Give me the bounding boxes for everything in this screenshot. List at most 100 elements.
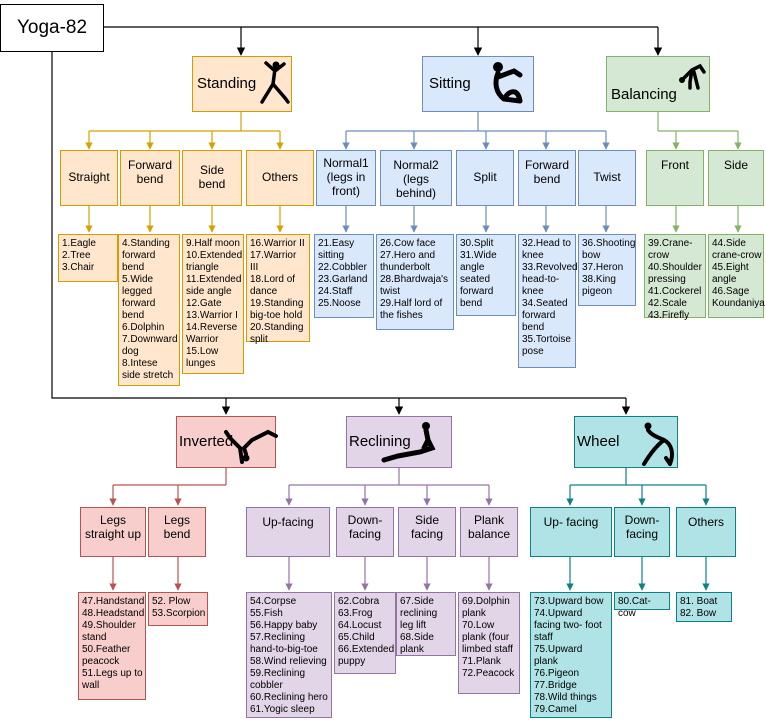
pose-item: 25.Noose: [318, 298, 361, 309]
sub-wheel-others: Others: [676, 507, 736, 557]
pose-item: 36.Shooting bow: [582, 238, 636, 261]
pose-item: 66.Extended puppy: [338, 644, 395, 667]
pose-item: 76.Pigeon: [534, 668, 580, 679]
leaf-list-wheel-down-facing: 80.Cat-cow: [614, 592, 670, 619]
reclining-pose-icon: [381, 422, 436, 463]
pose-item: 78.Wild things: [534, 692, 597, 703]
pose-item: 32.Head to knee: [522, 238, 571, 261]
pose-item: 15.Low lunges: [186, 346, 219, 369]
pose-item: 62.Cobra: [338, 596, 380, 607]
pose-item: 75.Upward plank: [534, 644, 583, 667]
category-reclining: Reclining: [346, 416, 452, 468]
pose-item: 13.Warrior I: [186, 310, 238, 321]
sub-front: Front: [646, 150, 704, 206]
pose-item: 16.Warrior II: [250, 238, 305, 249]
pose-item: 63.Frog: [338, 608, 373, 619]
pose-item: 42.Scale: [648, 298, 687, 309]
balancing-pose-icon: [679, 63, 706, 90]
pose-item: 72.Peacock: [462, 668, 515, 679]
pose-item: 19.Standing big-toe hold: [250, 298, 304, 321]
pose-item: 23.Garland: [318, 274, 368, 285]
pose-item: 57.Reclining hand-to-big-toe: [250, 632, 318, 655]
pose-item: 21.Easy sitting: [318, 238, 355, 261]
pose-item: 45.Eight angle: [712, 262, 749, 285]
category-wheel-label: Wheel: [577, 433, 620, 451]
pose-item: 39.Crane-crow: [648, 238, 693, 261]
pose-item: 46.Sage Koundaniya: [712, 286, 765, 309]
pose-item: 29.Half lord of the fishes: [380, 298, 443, 321]
pose-item: 71.Plank: [462, 656, 501, 667]
category-standing-label: Standing: [197, 75, 257, 93]
sub-legs-bend: Legs bend: [148, 507, 206, 557]
pose-item: 69.Dolphin plank: [462, 596, 510, 619]
pose-item: 22.Cobbler: [318, 262, 367, 273]
pose-item: 64.Locust: [338, 620, 382, 631]
sub-straight: Straight: [60, 150, 118, 206]
pose-item: 26.Cow face: [380, 238, 436, 249]
pose-item: 49.Shoulder stand: [82, 620, 136, 643]
sub-wheel-down-facing: Down-facing: [614, 507, 670, 557]
pose-item: 61.Yogic sleep: [250, 704, 315, 715]
pose-item: 9.Half moon: [186, 238, 240, 249]
pose-item: 18.Lord of dance: [250, 274, 296, 297]
pose-item: 77.Bridge: [534, 680, 577, 691]
sub-normal1: Normal1 (legs in front): [316, 150, 376, 206]
sub-side: Side: [708, 150, 764, 206]
sub-wheel-up-facing: Up- facing: [530, 507, 612, 557]
pose-item: 81. Boat: [680, 596, 718, 607]
inverted-pose-icon: [224, 429, 278, 464]
pose-item: 43.Firefly: [648, 310, 690, 321]
pose-item: 34.Seated forward bend: [522, 298, 568, 333]
pose-item: 44.Side crane-crow: [712, 238, 762, 261]
pose-item: 65.Child: [338, 632, 375, 643]
pose-item: 35.Tortoise pose: [522, 334, 571, 357]
pose-item: 52. Plow: [152, 596, 191, 607]
pose-item: 58.Wind relieving: [250, 656, 327, 667]
category-reclining-label: Reclining: [349, 433, 411, 451]
sub-standing-others: Others: [246, 150, 314, 206]
category-balancing-label: Balancing: [611, 85, 677, 103]
pose-item: 47.Handstand: [82, 596, 145, 607]
pose-item: 7.Downward dog: [122, 334, 178, 357]
pose-item: 6.Dolphin: [122, 322, 165, 333]
category-inverted: Inverted: [176, 416, 276, 468]
pose-item: 50.Feather peacock: [82, 644, 131, 667]
pose-item: 14.Reverse Warrior: [186, 322, 238, 345]
pose-item: 60.Reclining hero: [250, 692, 328, 703]
sub-split: Split: [456, 150, 514, 206]
pose-item: 3.Chair: [62, 262, 95, 273]
pose-item: 31.Wide angle seated forward bend: [460, 250, 497, 309]
pose-item: 27.Hero and thunderbolt: [380, 250, 436, 273]
pose-item: 33.Revolved head-to-knee: [522, 262, 578, 297]
pose-item: 4.Standing forward bend: [122, 238, 170, 273]
pose-item: 67.Side reclining leg lift: [400, 596, 438, 631]
pose-item: 30.Split: [460, 238, 494, 249]
root-node: Yoga-82: [0, 4, 104, 52]
category-inverted-label: Inverted: [179, 433, 234, 451]
pose-item: 48.Headstand: [82, 608, 145, 619]
category-sitting-label: Sitting: [429, 75, 471, 93]
pose-item: 5.Wide legged forward bend: [122, 274, 156, 321]
pose-item: 82. Bow: [680, 608, 717, 619]
category-balancing: Balancing: [606, 56, 710, 112]
sub-plank-balance: Plank balance: [460, 507, 518, 557]
pose-item: 68.Side plank: [400, 632, 434, 655]
wheel-pose-icon: [642, 422, 674, 466]
pose-item: 12.Gate: [186, 298, 222, 309]
